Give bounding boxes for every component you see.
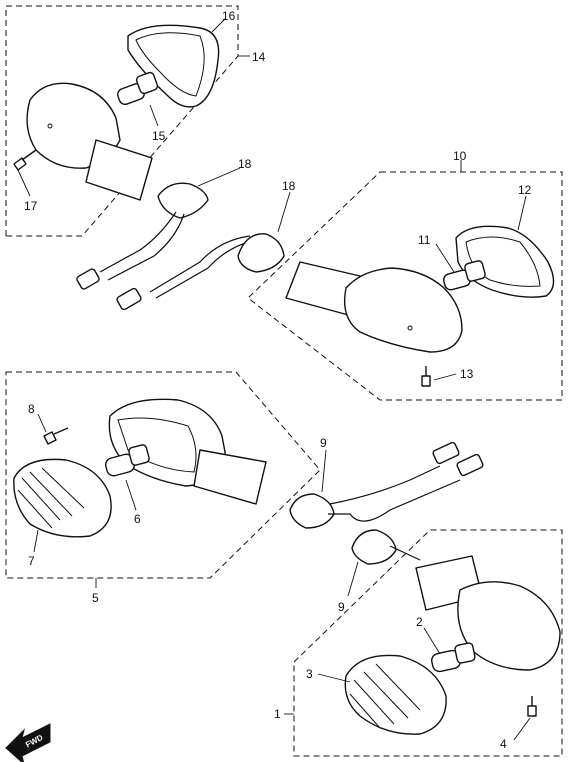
leader-18b: [277, 191, 291, 233]
leader-6: [125, 479, 137, 511]
housing-right-front: [343, 267, 463, 353]
callout-10: 10: [453, 149, 467, 163]
leader-15: [149, 104, 159, 127]
callout-2: 2: [416, 615, 423, 629]
leader-12: [517, 195, 527, 231]
grommet-9a: [289, 493, 335, 529]
leader-2: [423, 627, 441, 655]
leader-16: [211, 17, 227, 33]
bulb-15-base: [135, 71, 159, 95]
connector-rear-1: [432, 441, 460, 465]
leader-17: [17, 169, 31, 197]
wire-lf-2: [107, 213, 185, 281]
forward-arrow-icon: FWD: [5, 723, 51, 762]
wire-rf-1: [149, 235, 251, 293]
bulb-6-base: [128, 444, 150, 466]
assembly-group-10: [237, 160, 563, 401]
connector-rf-1: [116, 287, 142, 311]
wire-rear-2: [328, 479, 461, 522]
wire-rear-1: [329, 465, 441, 505]
grommet-18-left: [157, 182, 209, 219]
lens-16: [127, 24, 220, 108]
lens-3: [344, 654, 447, 735]
group-boundary-10: [247, 171, 563, 401]
callout-3: 3: [306, 667, 313, 681]
callout-16: 16: [222, 9, 236, 23]
leader-9b: [347, 561, 359, 597]
group-boundary-14: [5, 5, 239, 237]
leader-7: [33, 529, 39, 553]
callout-7: 7: [28, 554, 35, 568]
leader-13: [433, 373, 457, 381]
bulb-2-base: [454, 642, 476, 664]
group-boundary-5: [5, 371, 321, 579]
wire-lf-1: [99, 211, 177, 273]
screw-8-shaft: [53, 427, 69, 435]
connector-lf-1: [76, 268, 100, 290]
wiring-rear: [289, 441, 484, 597]
screw-17-shaft: [21, 149, 37, 161]
callout-12: 12: [518, 183, 532, 197]
lens-3-hatch: [349, 663, 421, 729]
assembly-group-5: [5, 371, 321, 588]
housing-stem-left-rear: [193, 449, 267, 505]
leader-9a: [321, 449, 327, 493]
screw-hole-right: [407, 325, 413, 331]
forward-arrow-shape: [5, 723, 51, 762]
screw-13: [421, 375, 431, 387]
callout-14: 14: [252, 50, 266, 64]
housing-stem-left-front: [85, 139, 153, 201]
connector-rear-2: [456, 453, 484, 477]
callout-1: 1: [274, 707, 281, 721]
leader-11: [435, 243, 455, 273]
leader-8: [37, 413, 47, 433]
callout-18b: 18: [282, 179, 296, 193]
callout-labels: 16 14 15 17 18 18 10 12 11 13 8 9 6 7 5 …: [24, 9, 532, 751]
screw-8: [43, 431, 57, 445]
callout-6: 6: [134, 512, 141, 526]
assembly-group-1: [284, 529, 563, 757]
lens-16-inner: [135, 32, 205, 97]
callout-13: 13: [460, 367, 474, 381]
screw-hole: [47, 123, 53, 129]
callout-15: 15: [152, 129, 166, 143]
callout-11: 11: [418, 233, 431, 247]
bulb-11-base: [464, 260, 486, 282]
callout-9a: 9: [320, 436, 327, 450]
screw-4: [527, 705, 537, 717]
callout-4: 4: [500, 737, 507, 751]
callout-18a: 18: [238, 157, 252, 171]
grommet-18-right: [237, 233, 285, 273]
screw-17: [13, 157, 27, 171]
group-boundary-1: [293, 529, 563, 757]
wire-rear-3: [389, 545, 421, 561]
lens-7: [13, 458, 112, 538]
leader-4: [513, 717, 531, 741]
assembly-group-14: [5, 5, 250, 237]
callout-17: 17: [24, 199, 38, 213]
grommet-9b: [351, 529, 397, 565]
callout-9b: 9: [338, 600, 345, 614]
callout-5: 5: [92, 591, 99, 605]
leader-3: [317, 673, 351, 683]
lens-7-hatch: [17, 467, 85, 529]
wiring-left-front: [76, 211, 257, 311]
leader-18a: [197, 167, 241, 187]
callout-8: 8: [28, 402, 35, 416]
housing-left-rear-face: [117, 417, 197, 473]
